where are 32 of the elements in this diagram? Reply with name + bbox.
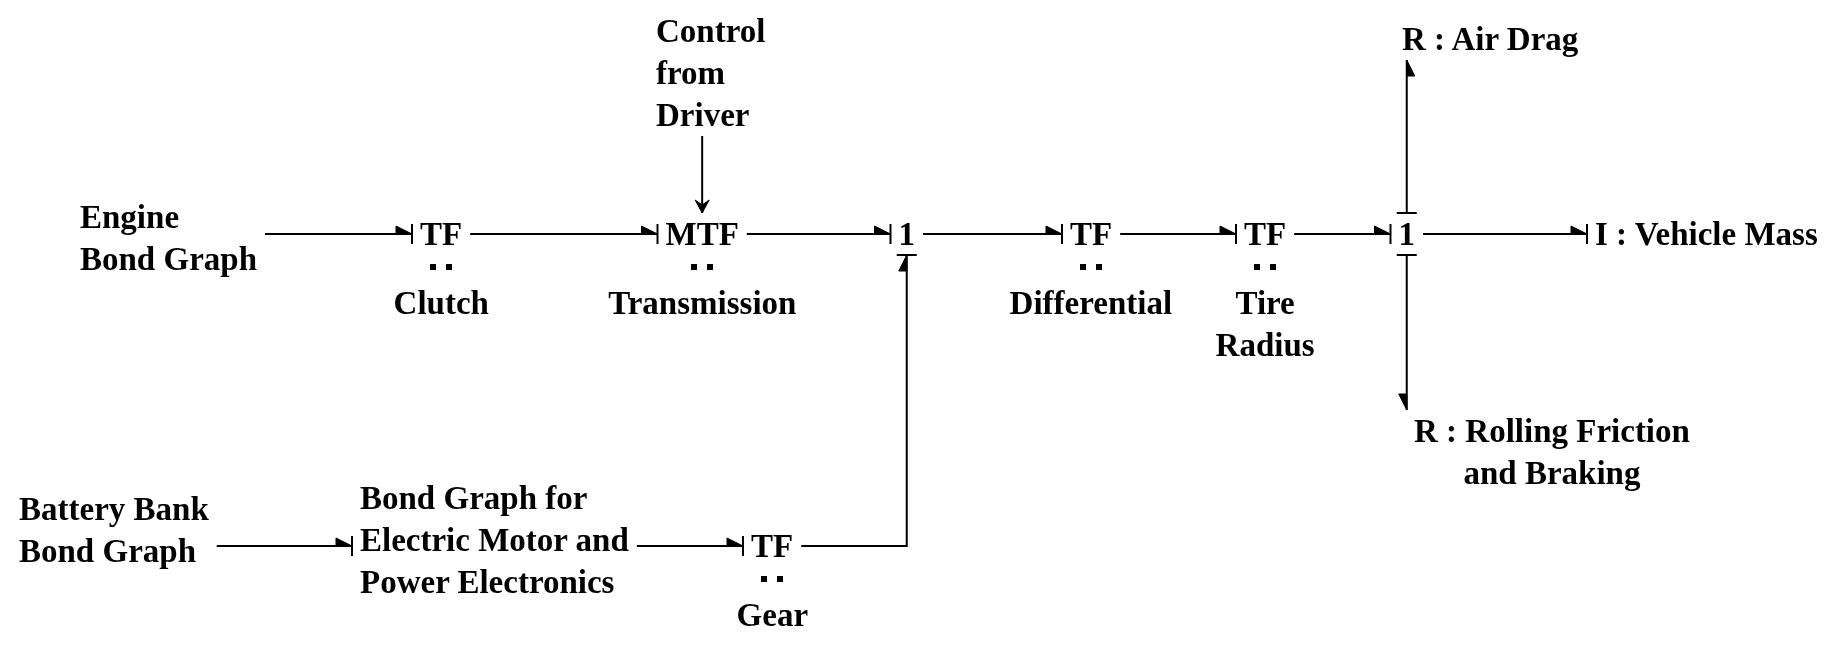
transformer-element: TF xyxy=(743,525,802,567)
bond-arrow xyxy=(469,223,659,245)
bond-arrow xyxy=(215,535,353,557)
one-junction: 1 xyxy=(1390,213,1423,255)
inertia-element: I : Vehicle Mass xyxy=(1587,213,1826,255)
one-junction: 1 xyxy=(890,213,923,255)
control-input-label: Control from Driver xyxy=(648,10,774,136)
subsystem-label: Bond Graph for Electric Motor and Power Electronics xyxy=(352,477,637,603)
parameter-label: Gear xyxy=(736,596,809,635)
bond-arrow xyxy=(1293,223,1392,245)
bond-arrow xyxy=(1395,254,1418,411)
transformer-element: TF xyxy=(412,213,471,255)
bond-arrow xyxy=(264,223,413,245)
bond-arrow xyxy=(635,535,744,557)
signal-arrow xyxy=(694,135,710,214)
transformer-element: TF xyxy=(1236,213,1295,255)
modulated-transformer-element: MTF xyxy=(657,213,747,255)
parameter-label: Clutch xyxy=(393,284,489,323)
bond-arrow xyxy=(800,254,918,547)
parameter-label: Tire Radius xyxy=(1215,284,1315,365)
bond-arrow xyxy=(1422,223,1588,245)
resistor-element: R : Rolling Friction and Braking xyxy=(1406,410,1698,494)
subsystem-label: Engine Bond Graph xyxy=(72,196,265,280)
parameter-label: Transmission xyxy=(608,284,797,323)
bond-arrow xyxy=(1395,59,1418,214)
parameter-label: Differential xyxy=(1009,284,1173,323)
bond-arrow xyxy=(1119,223,1237,245)
bond-arrow xyxy=(922,223,1063,245)
resistor-element: R : Air Drag xyxy=(1394,18,1587,60)
bond-arrow xyxy=(745,223,892,245)
subsystem-label: Battery Bank Bond Graph xyxy=(11,488,217,572)
transformer-element: TF xyxy=(1062,213,1121,255)
